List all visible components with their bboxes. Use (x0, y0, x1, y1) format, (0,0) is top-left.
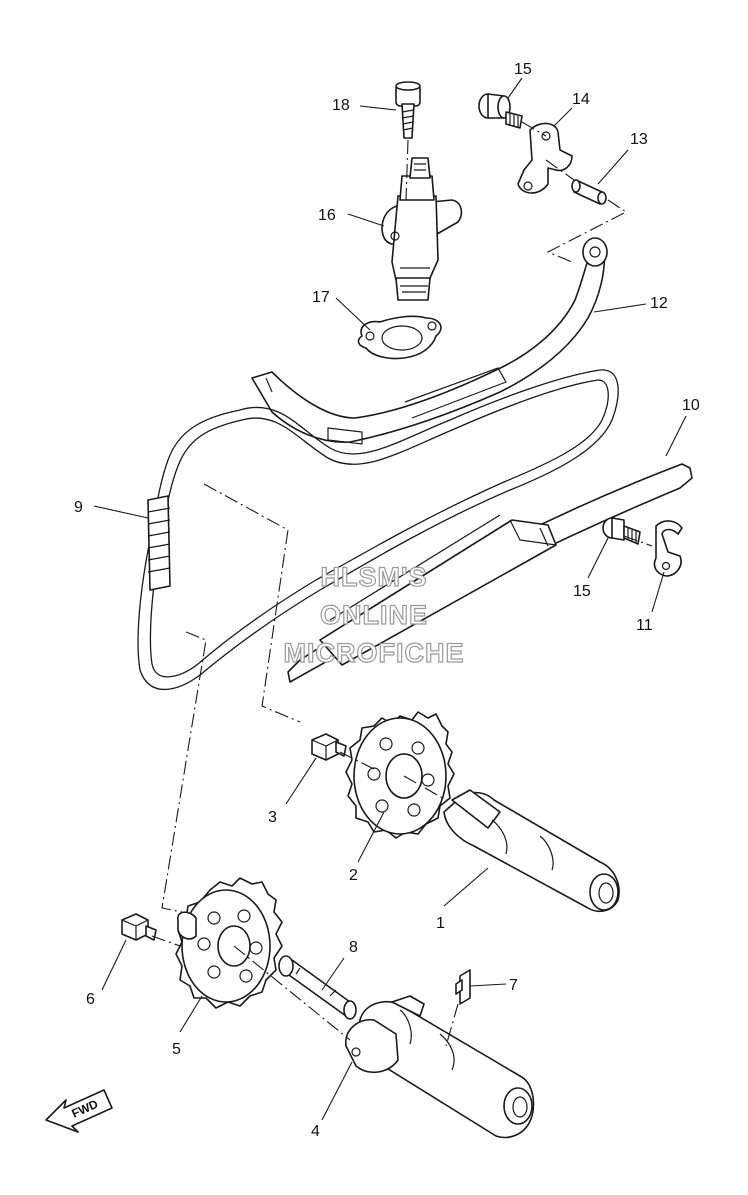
cam-sprocket-5 (175, 877, 283, 1009)
gasket-17 (357, 315, 442, 360)
callout-14: 14 (572, 91, 590, 108)
watermark: HLSM'S ONLINE MICROFICHE (283, 561, 465, 668)
callout-8: 8 (349, 939, 358, 956)
pin-13 (571, 179, 607, 205)
callout-5: 5 (172, 1041, 181, 1058)
bolt-15-top (478, 93, 523, 129)
clip-11 (653, 520, 683, 577)
callout-15-right: 15 (573, 583, 591, 600)
callout-4: 4 (311, 1123, 320, 1140)
callout-7: 7 (509, 977, 518, 994)
watermark-line-3: MICROFICHE (284, 638, 465, 668)
fwd-arrow-icon: FWD (45, 1089, 113, 1133)
callout-labels: 1 2 3 4 5 6 7 8 9 10 11 12 13 14 15 15 1… (74, 61, 700, 1140)
callout-2: 2 (349, 867, 358, 884)
callout-13: 13 (630, 131, 648, 148)
callout-17: 17 (312, 289, 330, 306)
chain-guide-12 (251, 237, 608, 445)
callout-6: 6 (86, 991, 95, 1008)
callout-9: 9 (74, 499, 83, 516)
callout-15-top: 15 (514, 61, 532, 78)
callout-12: 12 (650, 295, 668, 312)
key-7 (455, 969, 471, 1005)
chain-tensioner-16 (381, 157, 463, 301)
timing-chain-9 (137, 369, 619, 691)
camshaft-1 (443, 789, 620, 913)
camshaft-4 (345, 995, 535, 1139)
callout-18: 18 (332, 97, 350, 114)
cam-sprocket-2 (345, 711, 455, 839)
watermark-line-1: HLSM'S (321, 562, 428, 592)
bolt-3 (311, 733, 347, 761)
bolt-6 (121, 913, 157, 941)
callout-10: 10 (682, 397, 700, 414)
callout-11: 11 (636, 617, 653, 634)
leader-lines (93, 77, 687, 1121)
bolt-18 (395, 81, 421, 139)
callout-1: 1 (436, 915, 445, 932)
watermark-line-2: ONLINE (320, 600, 428, 630)
assembly-lines (151, 121, 653, 1047)
bolt-15-right (602, 517, 641, 545)
callout-16: 16 (318, 207, 336, 224)
bracket-14 (517, 122, 573, 194)
chain-guide-10 (287, 463, 693, 683)
shaft-8 (278, 955, 357, 1020)
callout-3: 3 (268, 809, 277, 826)
